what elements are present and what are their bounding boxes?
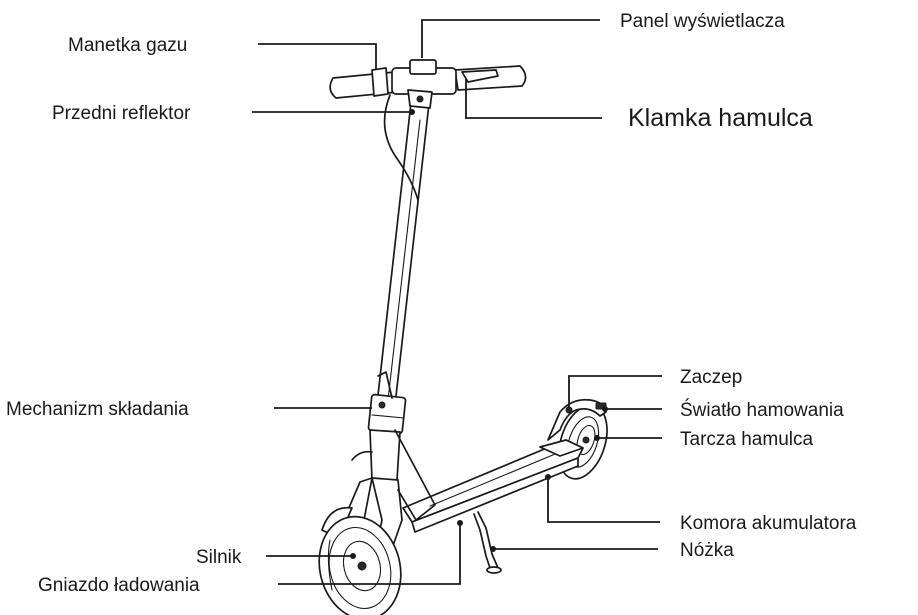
leader-throttle <box>258 43 377 70</box>
kickstand <box>473 511 502 574</box>
label-kickstand: Nóżka <box>680 540 734 561</box>
label-headlight: Przedni reflektor <box>52 103 191 124</box>
throttle <box>371 67 389 97</box>
label-folding: Mechanizm składania <box>6 399 189 420</box>
label-brake-lever: Klamka hamulca <box>628 104 813 132</box>
leader-battery <box>547 478 660 523</box>
label-motor: Silnik <box>196 547 242 568</box>
leader-lines <box>252 19 662 585</box>
label-display: Panel wyświetlacza <box>620 11 785 32</box>
deck <box>402 439 584 533</box>
stem <box>376 84 432 406</box>
leader-display <box>421 19 600 58</box>
label-charging: Gniazdo ładowania <box>38 575 200 596</box>
front-wheel <box>318 515 402 615</box>
leader-hook <box>568 375 662 408</box>
handlebar <box>329 59 527 109</box>
labels: Manetka gazu Panel wyświetlacza Przedni … <box>6 11 857 596</box>
label-throttle: Manetka gazu <box>68 35 187 56</box>
label-hook: Zaczep <box>680 367 742 388</box>
display-panel <box>409 59 437 75</box>
leader-brake-lever <box>465 78 602 119</box>
label-battery: Komora akumulatora <box>680 513 857 534</box>
rear-fender <box>547 398 607 441</box>
folding-mechanism <box>367 371 407 435</box>
motor-hub <box>357 561 367 571</box>
electric-scooter-illustration <box>318 59 608 615</box>
label-brake-disc: Tarcza hamulca <box>680 429 813 450</box>
label-brake-light: Światło hamowania <box>680 399 844 421</box>
leader-charging <box>278 524 461 585</box>
